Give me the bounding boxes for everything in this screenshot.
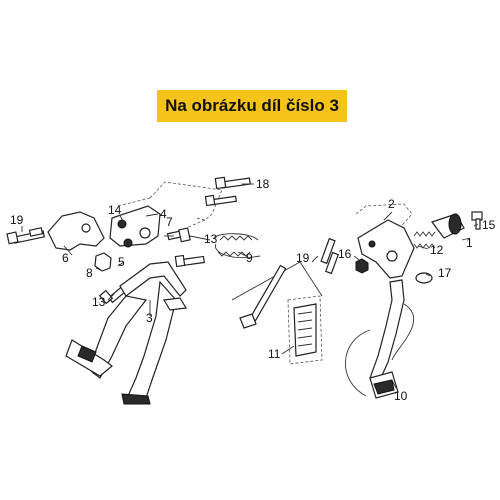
bracket-2 — [357, 219, 415, 279]
long-bolt — [239, 264, 287, 329]
bolt-19-right — [320, 237, 340, 275]
spring-9 — [213, 233, 261, 258]
bolt-15 — [471, 211, 483, 230]
callout-12: 12 — [430, 243, 444, 257]
side-stand-10 — [344, 279, 415, 399]
washer-17 — [415, 272, 433, 284]
bolt-7 — [166, 227, 191, 243]
callout-11: 11 — [268, 347, 281, 361]
center-stand-3 — [65, 261, 187, 405]
bolt-19-left — [6, 227, 46, 245]
stopper-1 — [431, 213, 465, 239]
callout-13a: 13 — [204, 232, 218, 246]
callout-16: 16 — [338, 247, 352, 261]
callout-15: 15 — [482, 218, 496, 232]
nut-8 — [94, 252, 112, 272]
callout-14: 14 — [108, 203, 122, 217]
highlight-banner: Na obrázku díl číslo 3 — [157, 90, 347, 122]
callout-19a: 19 — [10, 213, 24, 227]
footpeg-11 — [287, 295, 323, 365]
callout-7: 7 — [166, 215, 173, 229]
banner-text: Na obrázku díl číslo 3 — [165, 96, 339, 115]
callout-17: 17 — [438, 266, 452, 280]
bracket-6 — [47, 211, 105, 251]
callout-6: 6 — [62, 251, 69, 265]
callout-19b: 19 — [296, 251, 310, 265]
callout-8: 8 — [86, 266, 93, 280]
callout-2: 2 — [388, 197, 395, 211]
bolt-18 — [204, 176, 251, 207]
callout-5: 5 — [118, 255, 125, 269]
callout-9: 9 — [246, 251, 253, 265]
leader-lines — [21, 183, 479, 389]
callout-13b: 13 — [92, 295, 106, 309]
callout-4: 4 — [160, 207, 167, 221]
nut-16 — [355, 258, 369, 274]
callout-1: 1 — [466, 236, 473, 250]
spring-12 — [413, 231, 436, 249]
callout-10: 10 — [394, 389, 408, 403]
callout-18: 18 — [256, 177, 270, 191]
bolt-13-upper — [174, 254, 205, 268]
callout-3: 3 — [146, 311, 153, 325]
